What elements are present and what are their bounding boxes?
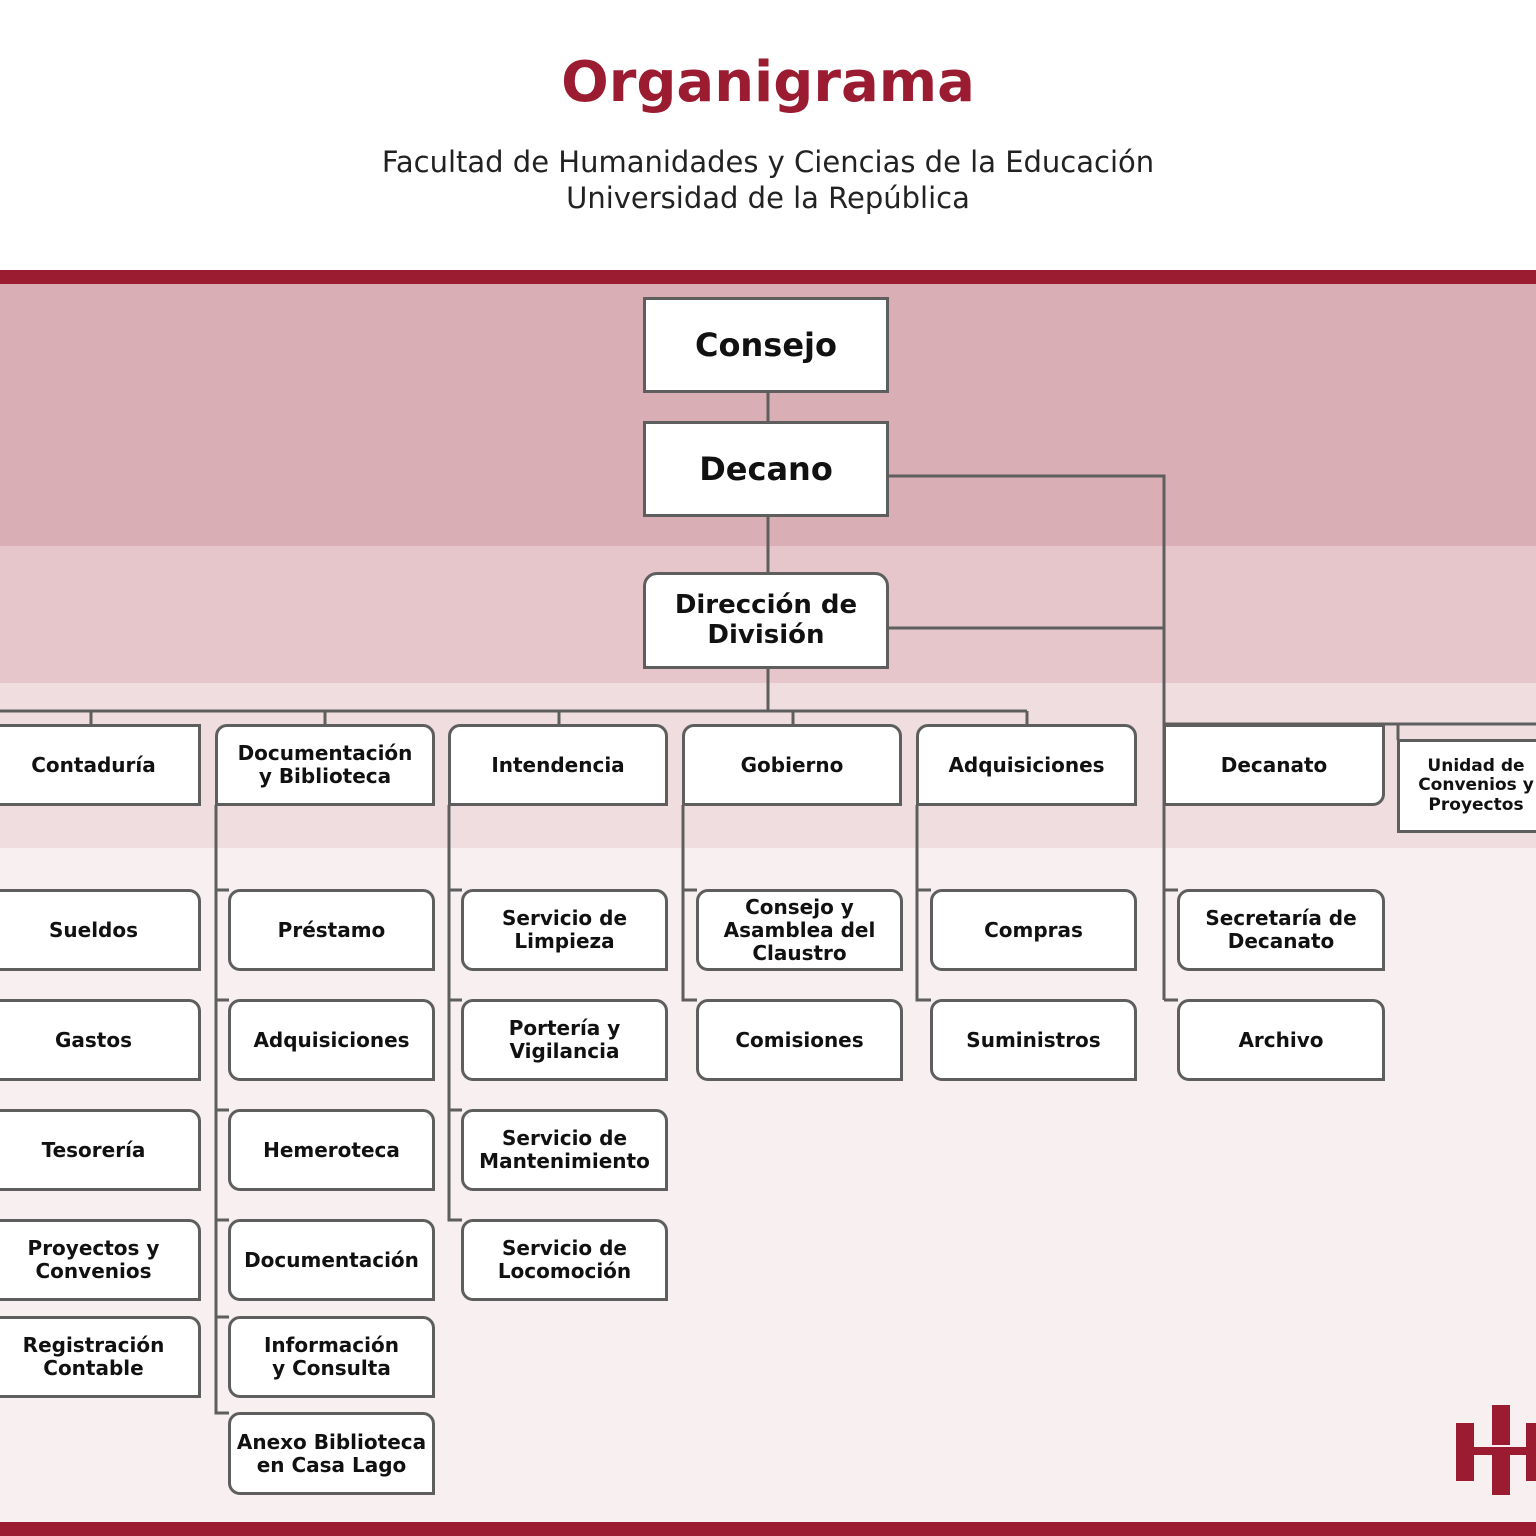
unit-archivo: Archivo (1177, 999, 1385, 1081)
subtitle-university: Universidad de la República (566, 181, 970, 215)
connector-decano-decanato (889, 474, 1166, 1000)
connector-documentacion-units (214, 805, 229, 1415)
connector-adquisiciones-units (915, 805, 931, 1002)
logo-bar-center-top (1492, 1405, 1510, 1445)
unit-consejo-asamblea-claustro: Consejo y Asamblea del Claustro (696, 889, 903, 971)
unit-adquisiciones-biblioteca: Adquisiciones (228, 999, 435, 1081)
dept-adquisiciones: Adquisiciones (916, 724, 1137, 806)
unit-documentacion: Documentación (228, 1219, 435, 1301)
unit-proyectos-convenios: Proyectos y Convenios (0, 1219, 201, 1301)
consejo-box: Consejo (643, 297, 889, 393)
bottom-accent-bar (0, 1522, 1536, 1536)
logo-bar-cross (1474, 1447, 1536, 1455)
logo-bar-left (1456, 1423, 1474, 1481)
unit-hemeroteca: Hemeroteca (228, 1109, 435, 1191)
unit-comisiones: Comisiones (696, 999, 903, 1081)
connector-intendencia-units (447, 805, 462, 1222)
unit-compras: Compras (930, 889, 1137, 971)
unidad-convenios-proyectos: Unidad de Convenios y Proyectos (1397, 739, 1536, 833)
unit-secretaria-decanato: Secretaría de Decanato (1177, 889, 1385, 971)
unit-tesoreria: Tesorería (0, 1109, 201, 1191)
unit-suministros: Suministros (930, 999, 1137, 1081)
logo-bar-right (1526, 1423, 1536, 1481)
unit-gastos: Gastos (0, 999, 201, 1081)
page-title: Organigrama (561, 50, 975, 115)
top-accent-bar (0, 270, 1536, 284)
dept-intendencia: Intendencia (448, 724, 668, 806)
unit-prestamo: Préstamo (228, 889, 435, 971)
dept-decanato: Decanato (1163, 724, 1385, 806)
connector-gobierno-units (681, 805, 697, 1002)
unit-registracion-contable: Registración Contable (0, 1316, 201, 1398)
direccion-division-box: Dirección de División (643, 572, 889, 669)
dept-documentacion-biblioteca: Documentación y Biblioteca (215, 724, 435, 806)
subtitle-faculty: Facultad de Humanidades y Ciencias de la… (381, 145, 1155, 179)
unit-servicio-limpieza: Servicio de Limpieza (461, 889, 668, 971)
unit-anexo-biblioteca: Anexo Biblioteca en Casa Lago (228, 1412, 435, 1495)
dept-contaduria: Contaduría (0, 724, 201, 806)
decano-box: Decano (643, 421, 889, 517)
unit-sueldos: Sueldos (0, 889, 201, 971)
dept-gobierno: Gobierno (682, 724, 902, 806)
unit-servicio-locomocion: Servicio de Locomoción (461, 1219, 668, 1301)
unit-porteria-vigilancia: Portería y Vigilancia (461, 999, 668, 1081)
unit-informacion-consulta: Información y Consulta (228, 1316, 435, 1398)
fhce-logo-icon (1456, 1405, 1536, 1495)
logo-bar-center-bottom (1492, 1455, 1510, 1495)
unit-servicio-mantenimiento: Servicio de Mantenimiento (461, 1109, 668, 1191)
